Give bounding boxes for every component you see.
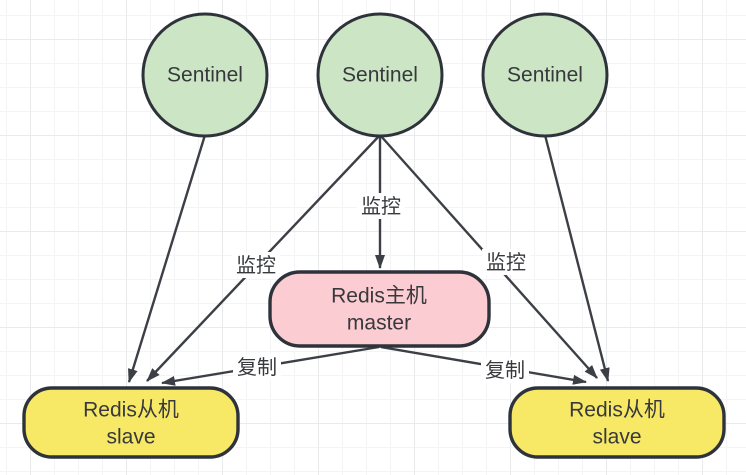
edge-sentinel-left-to-slave-left[interactable]: [127, 134, 207, 383]
node-redis-master[interactable]: Redis主机 master: [268, 270, 491, 348]
redis-slave-left-shape: [22, 386, 240, 459]
node-redis-slave-right[interactable]: Redis从机 slave: [508, 386, 726, 459]
edge-label-bg: [482, 249, 530, 275]
edge-label-text: 复制: [485, 359, 525, 382]
sentinel-left-label: Sentinel: [167, 64, 243, 87]
redis-slave-left-label-line2: slave: [106, 426, 155, 449]
edge-label-monitor-right[interactable]: 监控: [482, 249, 530, 275]
sentinel-right-shape: [481, 12, 609, 138]
redis-slave-left-label-line1: Redis从机: [83, 399, 179, 422]
edge-label-monitor-center[interactable]: 监控: [357, 193, 405, 219]
edge-label-text: 监控: [361, 195, 401, 218]
sentinel-middle-label: Sentinel: [342, 64, 418, 87]
edge-label-bg: [481, 357, 529, 383]
edge-label-text: 监控: [236, 254, 276, 277]
sentinel-middle-shape: [316, 12, 444, 138]
edge-label-bg: [233, 354, 281, 380]
node-sentinel-right[interactable]: Sentinel: [481, 12, 609, 138]
node-sentinel-left[interactable]: Sentinel: [141, 12, 269, 138]
redis-slave-right-label-line2: slave: [592, 426, 641, 449]
node-redis-slave-left[interactable]: Redis从机 slave: [22, 386, 240, 459]
redis-slave-right-shape: [508, 386, 726, 459]
redis-master-label-line1: Redis主机: [331, 285, 427, 308]
sentinel-left-shape: [141, 12, 269, 138]
sentinel-right-label: Sentinel: [507, 64, 583, 87]
edge-label-bg: [357, 193, 405, 219]
redis-slave-right-label-line1: Redis从机: [569, 399, 665, 422]
edge-label-monitor-left[interactable]: 监控: [232, 252, 280, 278]
redis-master-shape: [268, 270, 491, 348]
edge-labels: 监控 监控 监控 复制 复制: [232, 193, 530, 383]
node-sentinel-middle[interactable]: Sentinel: [316, 12, 444, 138]
redis-master-label-line2: master: [347, 312, 411, 335]
edge-sentinel-right-to-slave-right[interactable]: [543, 134, 610, 382]
edge-label-replicate-left[interactable]: 复制: [233, 354, 281, 380]
nodes: Sentinel Sentinel Sentinel Redis主机 maste…: [22, 12, 726, 459]
edge-label-replicate-right[interactable]: 复制: [481, 357, 529, 383]
edge-label-text: 监控: [486, 251, 526, 274]
edge-label-bg: [232, 252, 280, 278]
edge-label-text: 复制: [237, 356, 277, 379]
